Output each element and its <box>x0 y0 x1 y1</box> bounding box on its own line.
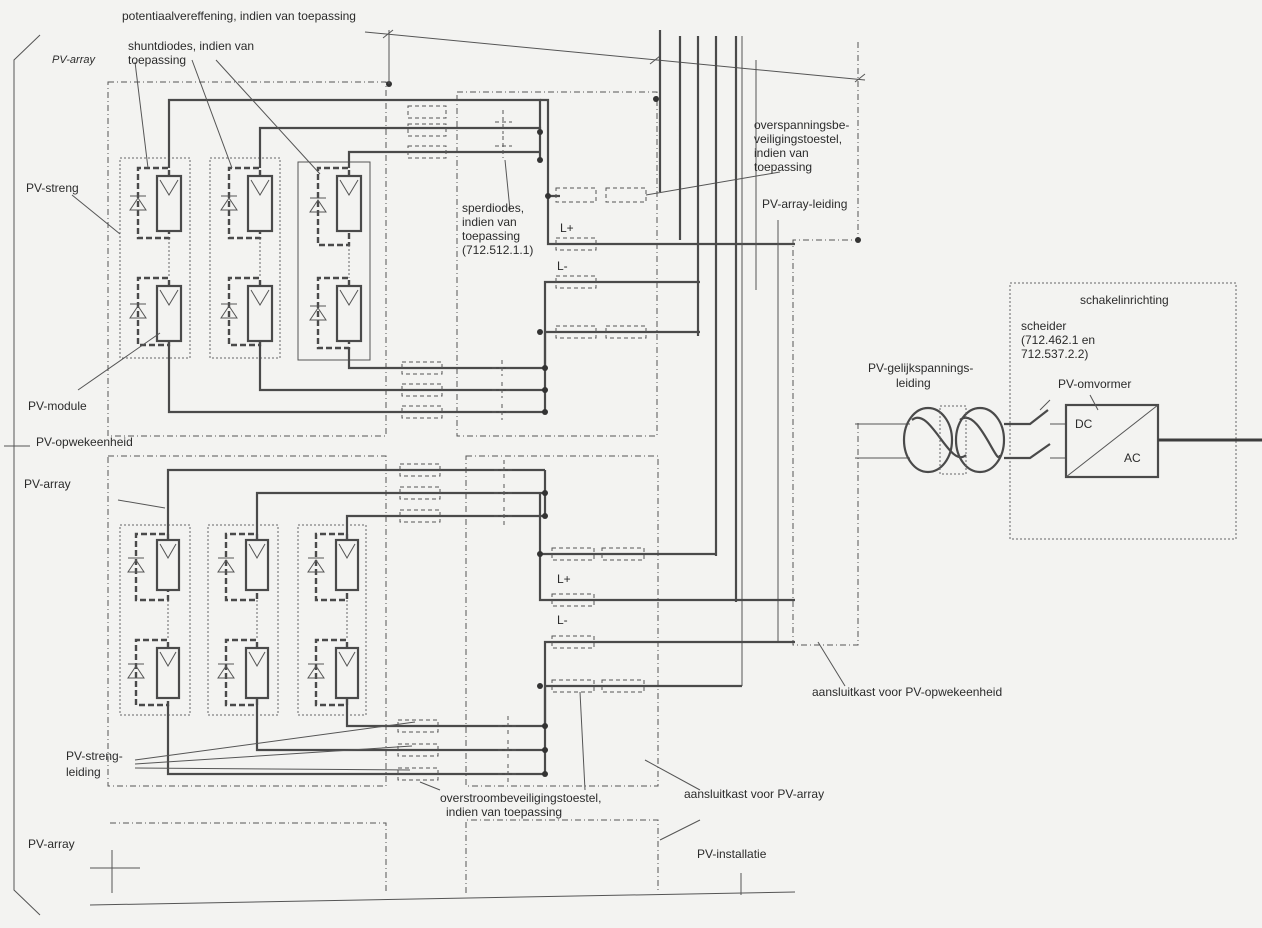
label-pv-array-leiding: PV-array-leiding <box>762 197 847 211</box>
pv-array-3-boundary <box>110 822 387 893</box>
pv-module <box>244 538 270 592</box>
label-overspanning-3: indien van <box>754 146 809 160</box>
overcurrent-fuses-array-2 <box>397 463 441 781</box>
label-pv-opwekeenheid: PV-opwekeenheid <box>36 435 133 449</box>
pv-module <box>244 646 270 700</box>
shunt-diode-icon <box>129 303 147 319</box>
label-pv-omvormer: PV-omvormer <box>1058 377 1131 391</box>
label-overstroom-2: indien van toepassing <box>446 805 562 819</box>
label-l-plus-1: L+ <box>560 221 574 235</box>
shunt-diode-icon <box>129 195 147 211</box>
aansluitkast-array-1 <box>456 91 658 437</box>
pv-module <box>334 646 360 700</box>
shunt-diode-icon <box>217 557 235 573</box>
shunt-diode-icon <box>217 663 235 679</box>
shunt-diode-icon <box>309 305 327 321</box>
shunt-diode-icon <box>307 557 325 573</box>
label-sperdiodes-2: indien van <box>462 215 517 229</box>
label-scheider-2: (712.462.1 en <box>1021 333 1095 347</box>
pv-string-1-2 <box>209 157 281 359</box>
overcurrent-fuses-array-1 <box>401 105 447 419</box>
blocking-diodes-array-2 <box>494 460 518 784</box>
pv-installation-bracket <box>13 34 41 916</box>
pv-dc-cable-symbol <box>902 405 1006 475</box>
label-overstroom-1: overstroombeveiligingstoestel, <box>440 791 601 805</box>
label-l-minus-2: L- <box>557 613 568 627</box>
label-shuntdiodes-1: shuntdiodes, indien van <box>128 39 254 53</box>
label-aansluitkast-array: aansluitkast voor PV-array <box>684 787 824 801</box>
pv-string-2-2 <box>207 524 279 716</box>
label-dc: DC <box>1075 417 1093 431</box>
pv-array-1-strings <box>119 157 371 361</box>
label-aansluitkast-opwekeenheid: aansluitkast voor PV-opwekeenheid <box>812 685 1002 699</box>
label-gelijkspanning-1: PV-gelijkspannings- <box>868 361 973 375</box>
label-overspanning-2: veiligingstoestel, <box>754 132 842 146</box>
pv-module <box>246 284 274 343</box>
label-schakelinrichting: schakelinrichting <box>1080 293 1169 307</box>
blocking-diodes-array-1 <box>492 110 512 420</box>
pv-string-2-1 <box>119 524 191 716</box>
label-l-minus-1: L- <box>557 259 568 273</box>
label-pv-array-bottom: PV-array <box>28 837 75 851</box>
label-pv-array-mid: PV-array <box>24 477 71 491</box>
label-potentiaalvereffening: potentiaalvereffening, indien van toepas… <box>122 9 356 23</box>
aansluitkast-array-3 <box>465 819 659 893</box>
label-pv-array-top: PV-array <box>52 54 96 66</box>
pv-string-1-3 <box>297 161 371 361</box>
pv-array-2-boundary <box>107 455 387 787</box>
shunt-diode-icon <box>127 663 145 679</box>
pv-array-1-boundary <box>107 81 387 437</box>
aansluitkast-array-2 <box>465 455 659 787</box>
label-ac: AC <box>1124 451 1141 465</box>
label-overspanning-1: overspanningsbe- <box>754 118 849 132</box>
aansluitkast-opwekeenheid <box>792 42 859 646</box>
label-sperdiodes-1: sperdiodes, <box>462 201 524 215</box>
scheider-switch <box>1004 409 1049 426</box>
label-pv-installatie: PV-installatie <box>697 847 767 861</box>
schakelinrichting-box <box>1009 282 1237 540</box>
pv-string-1-1 <box>119 157 191 359</box>
label-overspanning-4: toepassing <box>754 160 812 174</box>
pv-module <box>334 538 360 592</box>
shunt-diode-icon <box>309 197 327 213</box>
label-scheider-3: 712.537.2.2) <box>1021 347 1088 361</box>
label-gelijkspanning-2: leiding <box>896 376 931 390</box>
label-pv-streng: PV-streng <box>26 181 79 195</box>
shunt-diode-icon <box>220 195 238 211</box>
label-scheider-1: scheider <box>1021 319 1066 333</box>
pv-string-2-3 <box>297 524 367 716</box>
pv-module <box>155 284 183 343</box>
pv-module <box>335 174 363 233</box>
shunt-diode-icon <box>127 557 145 573</box>
label-sperdiodes-3: toepassing <box>462 229 520 243</box>
pv-module <box>155 174 183 233</box>
pv-module <box>246 174 274 233</box>
label-sperdiodes-4: (712.512.1.1) <box>462 243 533 257</box>
label-shuntdiodes-2: toepassing <box>128 53 186 67</box>
pv-module <box>155 646 181 700</box>
label-l-plus-2: L+ <box>557 572 571 586</box>
surge-protector-box <box>555 187 597 203</box>
pv-array-2-strings <box>119 524 367 716</box>
label-pv-module: PV-module <box>28 399 87 413</box>
label-strengleiding-1: PV-streng- <box>66 749 123 763</box>
pv-module <box>335 284 363 343</box>
shunt-diode-icon <box>307 663 325 679</box>
shunt-diode-icon <box>220 303 238 319</box>
potentiaal-line <box>364 31 866 81</box>
label-strengleiding-2: leiding <box>66 765 101 779</box>
pv-module <box>155 538 181 592</box>
